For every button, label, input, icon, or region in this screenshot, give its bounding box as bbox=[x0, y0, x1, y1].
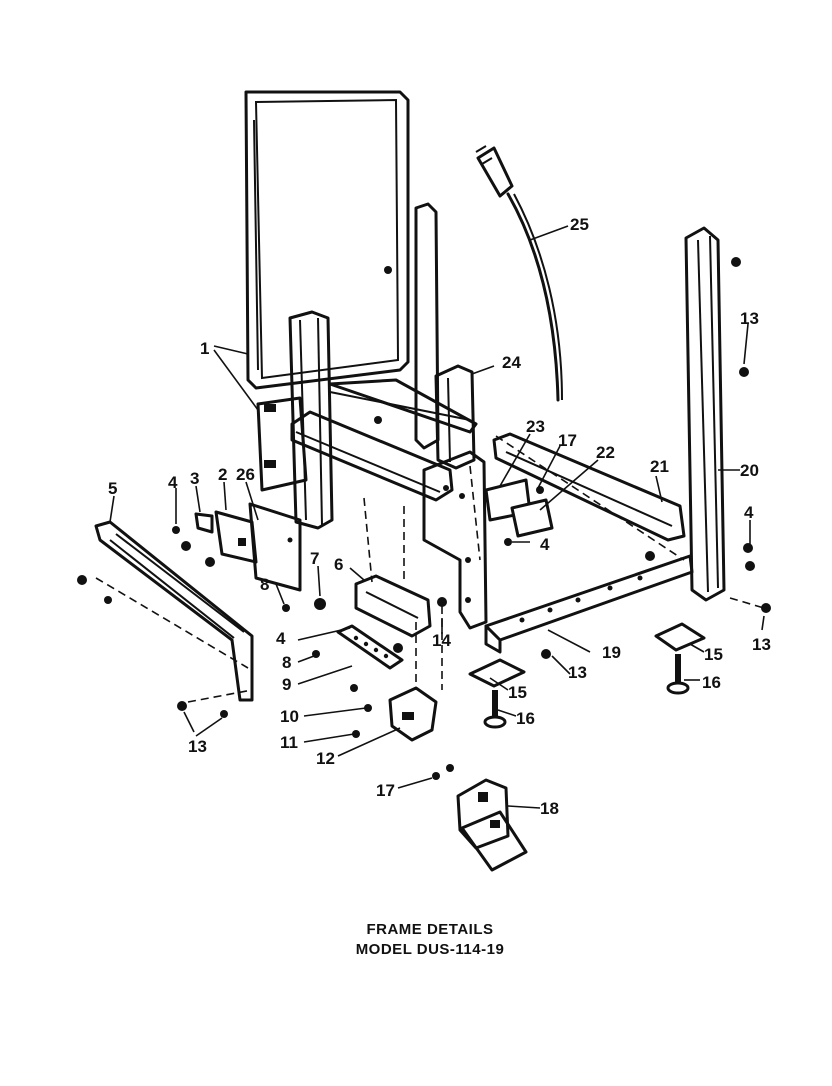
callout-25: 25 bbox=[570, 215, 589, 234]
callout-10: 10 bbox=[280, 707, 299, 726]
terminal-strip bbox=[336, 624, 404, 670]
top-frame-panel bbox=[244, 90, 410, 390]
latch-block bbox=[388, 686, 438, 742]
fasteners bbox=[77, 257, 771, 780]
right-frame-post bbox=[414, 202, 476, 470]
callout-21: 21 bbox=[650, 457, 669, 476]
left-side-plate bbox=[256, 396, 308, 492]
right-front-rail bbox=[484, 554, 694, 654]
power-cord bbox=[475, 145, 563, 402]
callout-17: 17 bbox=[558, 431, 577, 450]
callout-4: 4 bbox=[276, 629, 286, 648]
callout-7: 7 bbox=[310, 549, 319, 568]
callout-3: 3 bbox=[190, 469, 199, 488]
main-cross-beam bbox=[290, 378, 478, 502]
callout-16: 16 bbox=[702, 673, 721, 692]
callout-6: 6 bbox=[334, 555, 343, 574]
callout-22: 22 bbox=[596, 443, 615, 462]
right-vertical-post bbox=[684, 226, 726, 602]
callout-20: 20 bbox=[740, 461, 759, 480]
callout-8: 8 bbox=[282, 653, 291, 672]
door-latch-assembly bbox=[456, 778, 528, 872]
leader-lines bbox=[109, 225, 765, 809]
model-number: MODEL DUS-114-19 bbox=[355, 941, 505, 958]
right-rear-rail bbox=[492, 432, 686, 542]
callout-19: 19 bbox=[602, 643, 621, 662]
leveling-foot-left bbox=[468, 658, 526, 729]
callout-17: 17 bbox=[376, 781, 395, 800]
callout-13: 13 bbox=[740, 309, 759, 328]
callout-14: 14 bbox=[432, 631, 451, 650]
callout-labels: 1 2 3 4 4 4 4 5 6 7 8 8 9 10 11 12 13 13… bbox=[108, 215, 771, 818]
callout-12: 12 bbox=[316, 749, 335, 768]
callout-16: 16 bbox=[516, 709, 535, 728]
leveling-foot-right bbox=[654, 622, 706, 695]
callout-13: 13 bbox=[188, 737, 207, 756]
callout-26: 26 bbox=[236, 465, 255, 484]
callout-11: 11 bbox=[280, 733, 298, 752]
callout-13: 13 bbox=[568, 663, 587, 682]
callout-15: 15 bbox=[704, 645, 723, 664]
center-front-bracket bbox=[422, 450, 488, 630]
front-left-rail bbox=[94, 520, 254, 702]
alignment-lines bbox=[95, 435, 765, 703]
callout-15: 15 bbox=[508, 683, 527, 702]
diagram-title: FRAME DETAILS bbox=[366, 921, 494, 938]
mount-bracket-6 bbox=[354, 574, 432, 638]
callout-23: 23 bbox=[526, 417, 545, 436]
callout-2: 2 bbox=[218, 465, 227, 484]
callout-8: 8 bbox=[260, 575, 269, 594]
callout-4: 4 bbox=[744, 503, 754, 522]
callout-4: 4 bbox=[540, 535, 550, 554]
hinge-bracket-small bbox=[194, 510, 258, 564]
callout-1: 1 bbox=[200, 339, 209, 358]
callout-24: 24 bbox=[502, 353, 521, 372]
callout-4: 4 bbox=[168, 473, 178, 492]
callout-13: 13 bbox=[752, 635, 771, 654]
callout-5: 5 bbox=[108, 479, 117, 498]
callout-18: 18 bbox=[540, 799, 559, 818]
callout-9: 9 bbox=[282, 675, 291, 694]
